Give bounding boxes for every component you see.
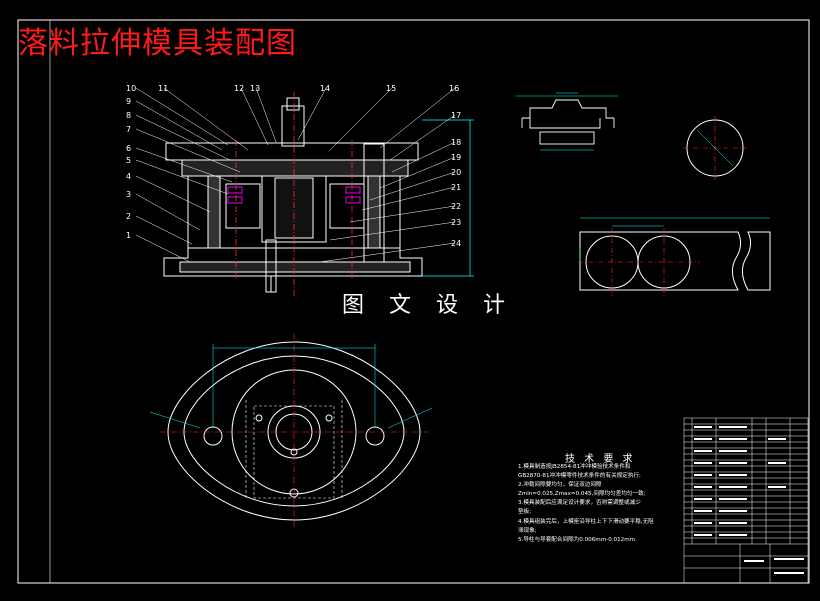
part-detail-dims bbox=[516, 92, 618, 151]
tech-requirement-line: 4.模具组装完后，上模座沿导柱上下下滑动要平稳,无阻 bbox=[518, 518, 654, 525]
part-label: 15 bbox=[386, 84, 396, 93]
tech-requirements: 1.模具制造按JB2854-81冲冲模验技术条件和 GB2870-81冲冲模零件… bbox=[518, 463, 683, 545]
tech-requirement-line: 滞现象; bbox=[518, 527, 537, 534]
part-label: 23 bbox=[451, 218, 461, 227]
part-label: 8 bbox=[126, 111, 131, 120]
part-label: 2 bbox=[126, 212, 131, 221]
part-label: 22 bbox=[451, 202, 461, 211]
part-label: 4 bbox=[126, 172, 131, 181]
part-label: 9 bbox=[126, 97, 131, 106]
part-label: 5 bbox=[126, 156, 131, 165]
strip-layout bbox=[579, 231, 771, 291]
part-label: 19 bbox=[451, 153, 461, 162]
tech-requirement-line: GB2870-81冲冲模零件技术条件的有关规定执行; bbox=[518, 473, 641, 480]
section-view bbox=[163, 97, 423, 293]
tech-requirement-line: 1.模具制造按JB2854-81冲冲模验技术条件和 bbox=[518, 464, 631, 470]
plan-dims bbox=[149, 344, 433, 429]
part-label: 12 bbox=[234, 84, 244, 93]
tech-requirement-line: Zmin=0.025,Zmax=0.045,间隙均匀差均匀一致; bbox=[518, 491, 646, 498]
blank-circle bbox=[683, 116, 747, 180]
tech-requirements-heading: 技 术 要 求 bbox=[565, 454, 636, 465]
tech-requirement-line: 5.导柱与导套配合间隙为0.006mm-0.012mm. bbox=[518, 536, 637, 543]
plan-centerlines bbox=[160, 334, 428, 528]
part-label: 11 bbox=[158, 84, 168, 93]
strip-dims bbox=[579, 217, 770, 262]
part-label: 21 bbox=[451, 183, 461, 192]
part-label: 6 bbox=[126, 144, 131, 153]
part-label: 7 bbox=[126, 125, 131, 134]
height-dimension bbox=[422, 119, 474, 277]
part-label: 20 bbox=[451, 168, 461, 177]
part-number-labels: 1 2 3 4 5 6 7 8 9 10 11 12 13 14 15 16 1… bbox=[126, 84, 461, 248]
part-label: 24 bbox=[451, 239, 461, 248]
part-label: 18 bbox=[451, 138, 461, 147]
part-label: 16 bbox=[449, 84, 459, 93]
spring-sections bbox=[227, 186, 361, 204]
leader-lines bbox=[135, 87, 456, 263]
part-label: 10 bbox=[126, 84, 136, 93]
part-detail-drawing bbox=[521, 99, 615, 145]
bom-row-marks bbox=[694, 426, 804, 574]
drawing-title: 落料拉伸模具装配图 bbox=[18, 26, 297, 61]
part-label: 14 bbox=[320, 84, 330, 93]
inner-frame bbox=[49, 19, 810, 584]
center-lines bbox=[235, 92, 353, 296]
part-label: 13 bbox=[250, 84, 260, 93]
part-label: 1 bbox=[126, 231, 131, 240]
tech-requirement-line: 2.冲裁间隙要均匀，保证双边间隙 bbox=[518, 482, 602, 489]
watermark: 图 文 设 计 bbox=[342, 293, 514, 318]
part-label: 17 bbox=[451, 111, 461, 120]
part-label: 3 bbox=[126, 190, 131, 199]
bill-of-materials bbox=[683, 417, 809, 584]
tech-requirement-line: 垫板; bbox=[518, 509, 532, 516]
strip-centerlines bbox=[578, 228, 700, 296]
tech-requirement-line: 3.模具装配后应满足设计要求，否则需调整或减少 bbox=[518, 500, 641, 507]
